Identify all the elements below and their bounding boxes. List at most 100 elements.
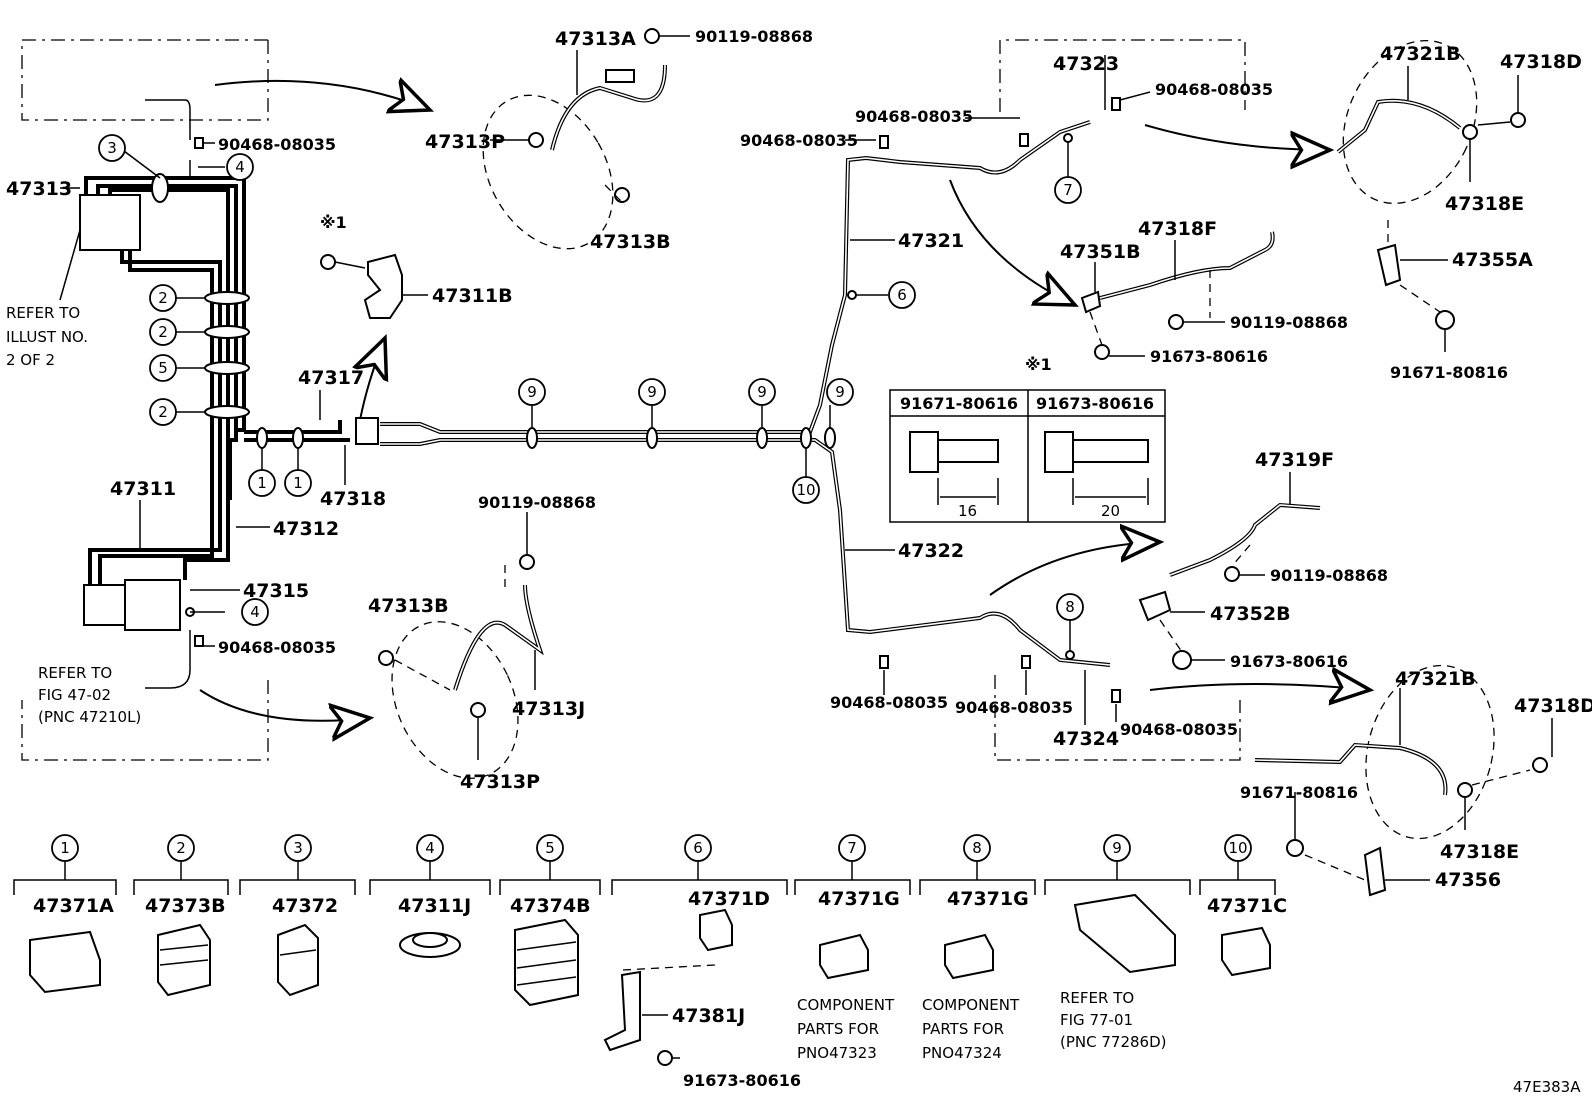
callout-circle-1-7 <box>284 469 312 497</box>
clip-90468-b1 <box>879 655 889 669</box>
refer-fig-line1: REFER TO <box>38 664 112 682</box>
label-47324: 47324 <box>1053 728 1119 750</box>
label-47321B-top: 47321B <box>1380 43 1461 65</box>
arrow-to-47319F <box>989 542 1160 596</box>
label-47313A: 47313A <box>555 28 636 50</box>
clamp-2a <box>204 291 250 305</box>
clamp-47371D-icon <box>603 908 733 1066</box>
callout-number-2-2: 2 <box>158 289 168 307</box>
callout-number-7-23: 7 <box>847 839 857 857</box>
arrow-to-front-left <box>214 81 430 110</box>
callout-number-9-25: 9 <box>1112 839 1122 857</box>
label-91671-bottom: 91671-80816 <box>1240 783 1358 802</box>
label-90468-left: 90468-08035 <box>218 135 336 154</box>
clip-90468-r3 <box>1111 97 1121 111</box>
callout-circle-9-10 <box>638 378 666 406</box>
hose-47321B-bottom <box>1254 742 1548 897</box>
label-47313P-bottom: 47313P <box>460 771 540 793</box>
legend-brackets <box>13 860 1276 895</box>
clip-90468-b3 <box>1111 689 1121 703</box>
callout-number-2-5: 2 <box>158 403 168 421</box>
clamp-7 <box>1063 133 1073 143</box>
label-47311B: 47311B <box>432 285 513 307</box>
label-47321: 47321 <box>898 230 964 252</box>
hose-47313A <box>528 28 667 203</box>
label-90468-b3: 90468-08035 <box>1120 720 1238 739</box>
label-47312: 47312 <box>273 518 339 540</box>
callout-circle-10-26 <box>1224 834 1252 862</box>
callout-circle-1-17 <box>51 834 79 862</box>
label-47313B-top: 47313B <box>590 231 671 253</box>
label-47313B-bottom: 47313B <box>368 595 449 617</box>
label-47321B-bottom: 47321B <box>1395 668 1476 690</box>
clamp-8 <box>1065 650 1075 660</box>
callout-circle-2-3 <box>149 318 177 346</box>
clamp-47371C-icon <box>1221 926 1271 977</box>
clamp-9d <box>824 427 836 449</box>
bolt-table-col1: 91671-80616 <box>900 394 1018 413</box>
callout-number-6-14: 6 <box>897 286 907 304</box>
arrow-to-47311B <box>360 338 385 421</box>
callout-number-4-1: 4 <box>235 158 245 176</box>
bolt-table <box>889 389 1166 523</box>
clamp-47371G-icon-a <box>819 933 869 980</box>
comp8-line3: PNO47324 <box>922 1044 1002 1062</box>
arrow-to-rear-left <box>199 689 370 721</box>
callout-circle-5-4 <box>149 354 177 382</box>
refer-illust-line1: REFER TO <box>6 304 80 322</box>
union-fitting <box>355 417 379 445</box>
callout-number-10-26: 10 <box>1228 839 1247 857</box>
label-90119-top: 90119-08868 <box>695 27 813 46</box>
label-90119-r: 90119-08868 <box>1230 313 1348 332</box>
legend-part-6: 47371D <box>688 888 770 910</box>
clamp-9-icon <box>1073 893 1176 974</box>
label-90468-r1: 90468-08035 <box>740 131 858 150</box>
label-47318D-top: 47318D <box>1500 51 1582 73</box>
main-tubes-center <box>380 120 1111 667</box>
bolt-table-col2: 91673-80616 <box>1036 394 1154 413</box>
label-90468-r2: 90468-08035 <box>855 107 973 126</box>
clamp-6 <box>847 290 857 300</box>
label-47323: 47323 <box>1053 53 1119 75</box>
callout-number-1-6: 1 <box>257 474 267 492</box>
wheel-circle-front-right <box>1342 39 1478 205</box>
label-47318: 47318 <box>320 488 386 510</box>
callout-number-4-20: 4 <box>425 839 435 857</box>
label-47322: 47322 <box>898 540 964 562</box>
callout-number-3-19: 3 <box>293 839 303 857</box>
tube-47319F <box>1138 502 1321 670</box>
label-47381J: 47381J <box>672 1005 745 1027</box>
label-90468-b2: 90468-08035 <box>955 698 1073 717</box>
bolt-table-len1: 16 <box>958 502 977 520</box>
line-top-left <box>145 99 191 140</box>
valve-body <box>124 579 181 631</box>
refer-illust-line2: ILLUST NO. <box>6 328 88 346</box>
clip-90468-b2 <box>1021 655 1031 669</box>
clamp-10 <box>800 427 812 449</box>
callout-circle-5-21 <box>536 834 564 862</box>
callout-number-3-0: 3 <box>107 139 117 157</box>
arrow-to-rear-right <box>1149 684 1370 690</box>
label-47315: 47315 <box>243 580 309 602</box>
label-47318F: 47318F <box>1138 218 1217 240</box>
arrow-to-47351B <box>949 179 1075 305</box>
refer-illust-line3: 2 OF 2 <box>6 351 55 369</box>
ref-box-bottom-right <box>994 675 1241 761</box>
callout-number-5-4: 5 <box>158 359 168 377</box>
label-91673-r2: 91673-80616 <box>1230 652 1348 671</box>
label-90468-r3: 90468-08035 <box>1155 80 1273 99</box>
ref-box-bottom-left <box>21 680 269 761</box>
callout-circle-4-8 <box>241 598 269 626</box>
callout-number-9-11: 9 <box>757 383 767 401</box>
label-47351B: 47351B <box>1060 241 1141 263</box>
label-47313: 47313 <box>6 178 72 200</box>
bracket-47311B <box>320 253 403 319</box>
callout-circle-3-19 <box>284 834 312 862</box>
callout-circle-6-22 <box>684 834 712 862</box>
grommet-47311J-icon <box>399 932 461 958</box>
callout-circle-4-1 <box>226 153 254 181</box>
arrow-to-front-right <box>1144 124 1330 150</box>
comp7-line1: COMPONENT <box>797 996 895 1014</box>
callout-number-6-22: 6 <box>693 839 703 857</box>
